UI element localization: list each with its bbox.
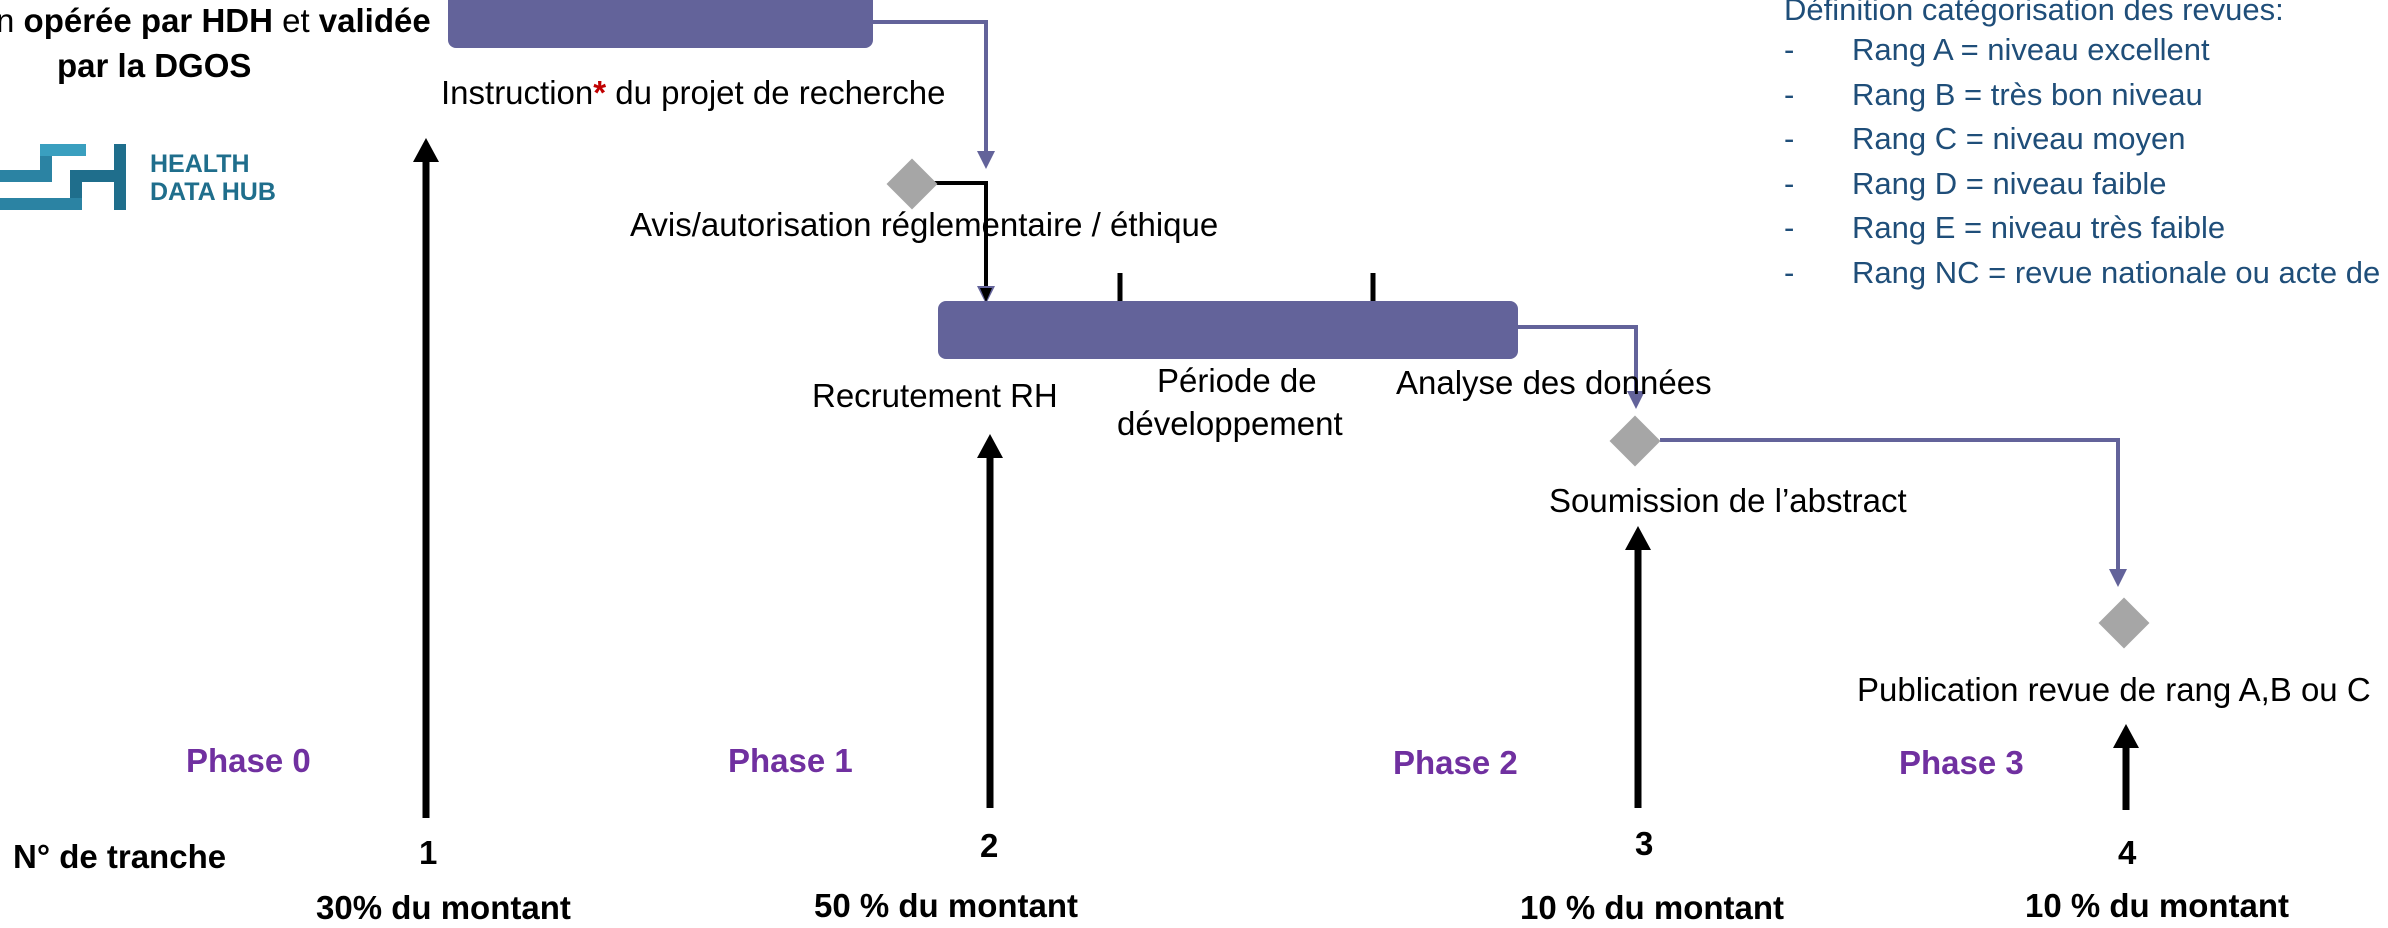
legend-item: -Rang C = niveau moyen — [1784, 121, 2186, 156]
phase-0-label: Phase 0 — [186, 742, 311, 779]
logo-text-line2: DATA HUB — [150, 178, 276, 206]
tranche-3-number: 3 — [1635, 825, 1654, 862]
legend-item: -Rang E = niveau très faible — [1784, 210, 2226, 245]
tranche-2-amount: 50 % du montant — [814, 887, 1079, 924]
health-data-hub-logo: HEALTH DATA HUB — [0, 140, 310, 220]
tranche-3-amount: 10 % du montant — [1520, 889, 1785, 926]
journal-ranking-legend: -Rang A = niveau excellent -Rang B = trè… — [1784, 28, 2380, 295]
avis-label: Avis/autorisation réglementaire / éthiqu… — [630, 206, 1219, 243]
periode-label-line2: développement — [1117, 405, 1343, 442]
tranche-1-amount: 30% du montant — [316, 889, 571, 926]
periode-label-line1: Période de — [1157, 362, 1317, 399]
tranche-1-number: 1 — [419, 834, 438, 871]
publication-label: Publication revue de rang A,B ou C — [1857, 671, 2371, 708]
legend-title: Définition catégorisation des revues: — [1784, 0, 2284, 27]
instruction-bar — [448, 0, 873, 48]
phase-3-label: Phase 3 — [1899, 744, 2024, 781]
analyse-label: Analyse des données — [1396, 364, 1712, 401]
tranche-4-amount: 10 % du montant — [2025, 887, 2290, 924]
logo-text-line1: HEALTH — [150, 150, 250, 178]
development-bar — [938, 301, 1518, 359]
legend-item: -Rang B = très bon niveau — [1784, 76, 2203, 112]
flow-connector — [1515, 325, 1645, 409]
flow-connector — [1660, 438, 2127, 587]
flow-connector — [873, 20, 995, 169]
approval-note-line1: n opérée par HDH et validée — [0, 2, 431, 39]
instruction-label: Instruction* du projet de recherche — [441, 74, 946, 111]
tranche-2-number: 2 — [980, 827, 999, 864]
health-data-hub-logo-icon — [0, 144, 126, 210]
legend-item: -Rang NC = revue nationale ou acte de — [1784, 254, 2381, 290]
flow-connector — [933, 181, 995, 304]
tranche-4-number: 4 — [2118, 834, 2137, 871]
tranche-label: N° de tranche — [13, 838, 227, 875]
legend-item: -Rang A = niveau excellent — [1784, 32, 2210, 67]
phase-1-label: Phase 1 — [728, 742, 853, 779]
recrutement-label: Recrutement RH — [812, 377, 1058, 414]
soumission-label: Soumission de l’abstract — [1549, 482, 1907, 519]
approval-note-line2: par la DGOS — [57, 47, 252, 84]
phase-2-label: Phase 2 — [1393, 744, 1518, 781]
legend-item: -Rang D = niveau faible — [1784, 165, 2167, 201]
